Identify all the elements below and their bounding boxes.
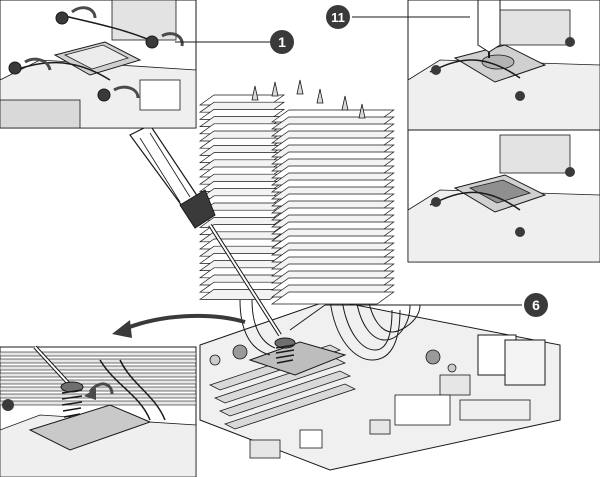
step-number-1: 1	[278, 34, 286, 50]
right-stack-fin	[270, 291, 395, 305]
spring-screw	[274, 337, 296, 364]
inset-fin	[0, 386, 197, 392]
inset-rotation-arrows	[24, 6, 184, 99]
heatpipe-tip	[271, 81, 279, 97]
inset-fin	[0, 372, 197, 378]
board-components	[209, 334, 546, 459]
inset-remove-screws	[0, 0, 197, 129]
inset-screws	[8, 11, 159, 102]
callout-step-1: 1	[175, 30, 294, 54]
heatsink-fin-stack-right	[270, 109, 395, 305]
heatpipe-tip	[341, 95, 349, 111]
callout-step-11: 11	[326, 5, 470, 29]
paste-syringe-icon	[477, 0, 501, 58]
left-stack-fin	[198, 289, 286, 300]
main-scene	[112, 79, 561, 471]
step-number-6: 6	[532, 297, 540, 313]
heatpipe-tip	[251, 85, 259, 101]
inset-fasten-screw	[0, 345, 197, 477]
inset-fin	[0, 365, 197, 371]
callout-step-6: 6	[289, 293, 548, 331]
screwdriver-icon	[129, 124, 282, 337]
heatpipe-tip	[316, 88, 324, 104]
heatpipe-tips	[251, 79, 366, 119]
inset-fins	[0, 351, 197, 406]
inset-fin	[0, 393, 197, 399]
inset-fin	[0, 358, 197, 364]
inset-fin	[0, 351, 197, 357]
heatpipe-tip	[296, 79, 304, 95]
inset-clean-cpu	[407, 129, 600, 263]
heatsink-fin-stack-left	[198, 94, 286, 300]
inset-clean-paste	[407, 0, 600, 131]
heatpipes	[239, 297, 421, 361]
curved-arrow-icon	[112, 313, 246, 338]
step-number-11: 11	[331, 10, 345, 25]
inset-fin	[0, 400, 197, 406]
heatpipe-tip	[358, 103, 366, 119]
